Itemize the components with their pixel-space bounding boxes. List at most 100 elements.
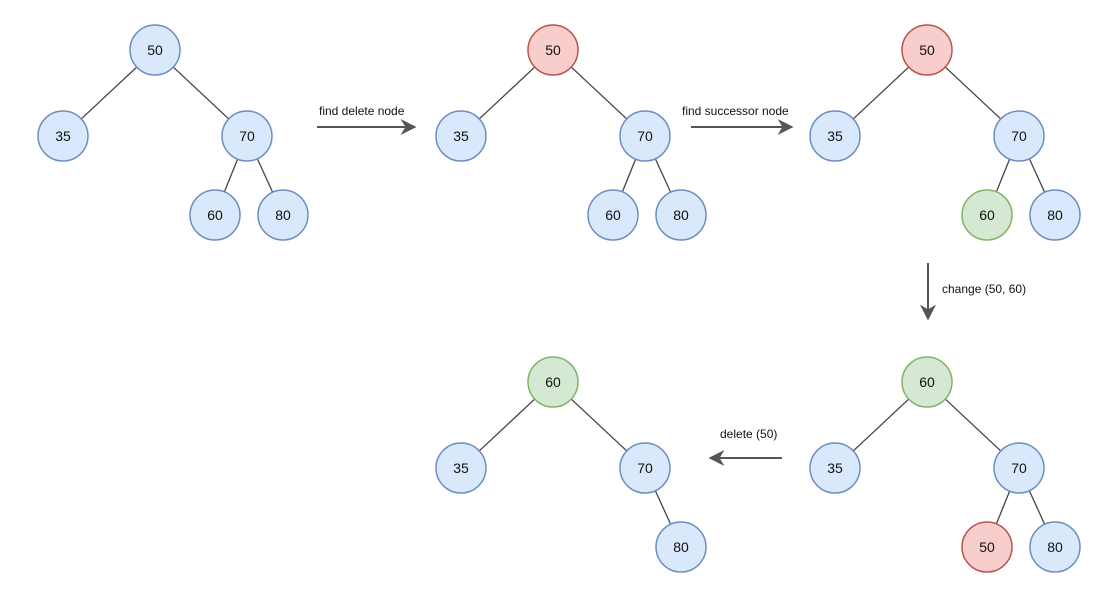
tree-3-node-c: 70 <box>993 110 1045 162</box>
tree-5-node-b: 35 <box>435 442 487 494</box>
tree-5-edge-c-e <box>654 490 672 525</box>
step-4-arrow: delete (50) <box>708 427 782 466</box>
tree-3-node-e: 80 <box>1029 189 1081 241</box>
tree-4-edge-a-c <box>944 398 1002 452</box>
tree-2-node-a-circle <box>527 24 579 76</box>
tree-3-node-c-circle <box>993 110 1045 162</box>
tree-4-edge-a-b <box>852 398 910 452</box>
tree-3-node-a: 50 <box>901 24 953 76</box>
step-4-label: delete (50) <box>720 427 777 441</box>
tree-1-node-b-label: 35 <box>55 128 71 144</box>
tree-3-node-d: 60 <box>961 189 1013 241</box>
tree-3-edge-c-e <box>1028 158 1046 193</box>
tree-4-node-b: 35 <box>809 442 861 494</box>
tree-4-node-a-circle <box>901 356 953 408</box>
tree-4-node-a-label: 60 <box>919 374 935 390</box>
tree-4-node-b-circle <box>809 442 861 494</box>
tree-1-node-c-circle <box>221 110 273 162</box>
tree-2-node-a-label: 50 <box>545 42 561 58</box>
tree-5-node-b-circle <box>435 442 487 494</box>
tree-1-edge-a-b <box>80 66 138 120</box>
tree-1-node-e-circle <box>257 189 309 241</box>
tree-4-node-c-circle <box>993 442 1045 494</box>
tree-2-node-e: 80 <box>655 189 707 241</box>
tree-4-node-e-circle <box>1029 521 1081 573</box>
tree-3-node-b-circle <box>809 110 861 162</box>
step-1-label: find delete node <box>319 104 405 118</box>
tree-4-node-c: 70 <box>993 442 1045 494</box>
tree-1-node-c: 70 <box>221 110 273 162</box>
tree-2-node-a: 50 <box>527 24 579 76</box>
tree-1-edge-c-d <box>223 158 239 193</box>
tree-4-node-d: 50 <box>961 521 1013 573</box>
tree-5-node-a-circle <box>527 356 579 408</box>
tree-4-node-a: 60 <box>901 356 953 408</box>
tree-1-node-e: 80 <box>257 189 309 241</box>
step-2-arrow: find successor node <box>682 104 794 135</box>
tree-3-node-d-circle <box>961 189 1013 241</box>
step-2-label: find successor node <box>682 104 789 118</box>
step-3-arrow: change (50, 60) <box>920 263 1026 321</box>
tree-5-node-c-circle <box>619 442 671 494</box>
tree-4-node-e-label: 80 <box>1047 539 1063 555</box>
tree-5-node-b-label: 35 <box>453 460 469 476</box>
tree-2-node-b: 35 <box>435 110 487 162</box>
tree-1-node-b: 35 <box>37 110 89 162</box>
tree-1-node-e-label: 80 <box>275 207 291 223</box>
tree-2-node-b-circle <box>435 110 487 162</box>
tree-5-edge-a-c <box>570 398 628 452</box>
step-arrows: find delete node find successor node chang… <box>317 104 1026 466</box>
tree-2-edge-c-d <box>621 158 637 193</box>
tree-1-node-a-circle <box>129 24 181 76</box>
tree-1-node-d-label: 60 <box>207 207 223 223</box>
tree-2-node-e-circle <box>655 189 707 241</box>
tree-4-edge-c-e <box>1028 490 1046 525</box>
tree-3-edge-a-c <box>944 66 1002 120</box>
tree-edges <box>80 66 1046 525</box>
tree-3-node-c-label: 70 <box>1011 128 1027 144</box>
tree-4-node-b-label: 35 <box>827 460 843 476</box>
tree-5-node-a: 60 <box>527 356 579 408</box>
tree-1-edge-a-c <box>172 66 230 120</box>
tree-4-node-d-label: 50 <box>979 539 995 555</box>
tree-nodes: 50 35 70 60 80 50 35 70 60 80 50 35 70 60 80 60 35 70 50 80… <box>37 24 1081 573</box>
tree-2-node-b-label: 35 <box>453 128 469 144</box>
tree-1-edge-c-e <box>256 158 274 193</box>
tree-2-edge-a-b <box>478 66 536 120</box>
step-3-label: change (50, 60) <box>942 282 1026 296</box>
tree-4-node-d-circle <box>961 521 1013 573</box>
tree-1-node-a-label: 50 <box>147 42 163 58</box>
tree-5-node-e-label: 80 <box>673 539 689 555</box>
tree-2-node-d-label: 60 <box>605 207 621 223</box>
tree-3-node-e-label: 80 <box>1047 207 1063 223</box>
tree-3-edge-c-d <box>995 158 1011 193</box>
tree-2-node-e-label: 80 <box>673 207 689 223</box>
tree-3-edge-a-b <box>852 66 910 120</box>
tree-3-node-a-label: 50 <box>919 42 935 58</box>
tree-3-node-b: 35 <box>809 110 861 162</box>
tree-1-node-c-label: 70 <box>239 128 255 144</box>
tree-3-node-e-circle <box>1029 189 1081 241</box>
tree-2-node-d: 60 <box>587 189 639 241</box>
tree-5-node-c-label: 70 <box>637 460 653 476</box>
step-1-arrow: find delete node <box>317 104 417 135</box>
tree-2-edge-a-c <box>570 66 628 120</box>
tree-3-node-a-circle <box>901 24 953 76</box>
tree-5-node-e: 80 <box>655 521 707 573</box>
tree-5-node-c: 70 <box>619 442 671 494</box>
tree-5-node-a-label: 60 <box>545 374 561 390</box>
tree-4-node-e: 80 <box>1029 521 1081 573</box>
tree-2-node-c: 70 <box>619 110 671 162</box>
tree-2-node-c-label: 70 <box>637 128 653 144</box>
tree-4-node-c-label: 70 <box>1011 460 1027 476</box>
tree-2-node-d-circle <box>587 189 639 241</box>
tree-5-node-e-circle <box>655 521 707 573</box>
tree-5-edge-a-b <box>478 398 536 452</box>
tree-4-edge-c-d <box>995 490 1011 525</box>
tree-2-edge-c-e <box>654 158 672 193</box>
tree-3-node-d-label: 60 <box>979 207 995 223</box>
tree-3-node-b-label: 35 <box>827 128 843 144</box>
tree-1-node-b-circle <box>37 110 89 162</box>
tree-1-node-d-circle <box>189 189 241 241</box>
